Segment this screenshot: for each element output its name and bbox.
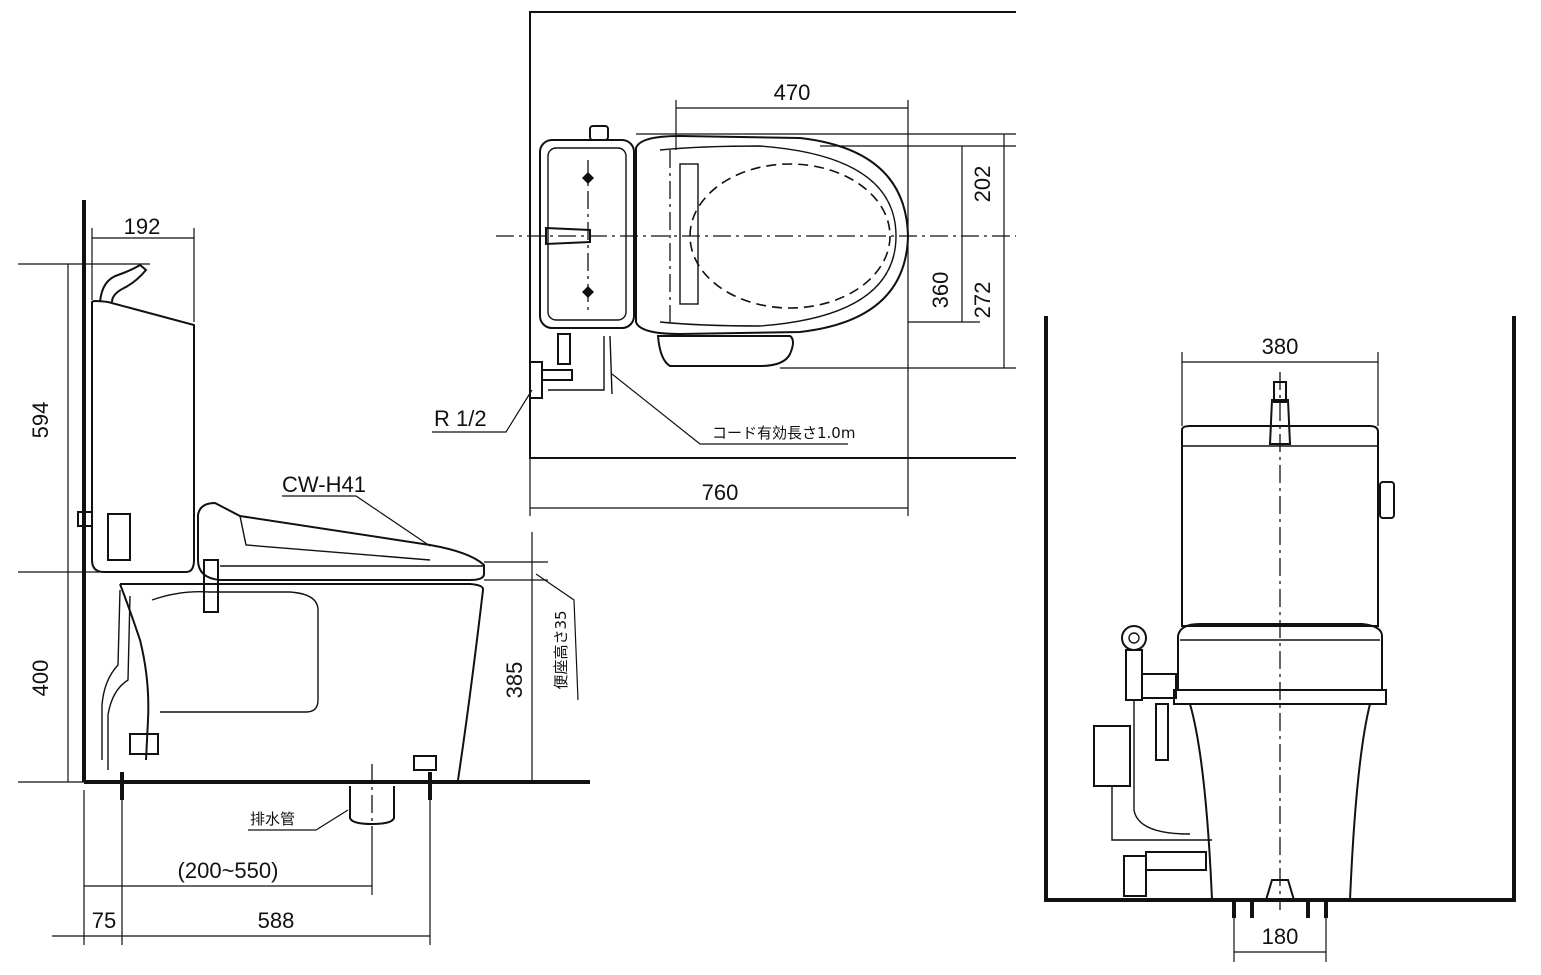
- top-view: 470 360 202 272 760 R 1/2 コード有効長さ1.0m: [432, 11, 1016, 516]
- side-inner-bowl: [151, 590, 319, 713]
- front-stop-valve: [1125, 649, 1143, 701]
- dim-label-380: 380: [1262, 334, 1299, 359]
- side-wall-valve: [77, 511, 93, 527]
- front-hose-route: [1133, 700, 1191, 835]
- front-faucet-top: [1273, 381, 1287, 403]
- top-tank-inner: [547, 147, 627, 321]
- dim-label-385: 385: [502, 662, 527, 699]
- front-bowl: [1189, 703, 1371, 901]
- front-lower-valve: [1123, 855, 1147, 897]
- front-valve-knob: [1121, 625, 1147, 651]
- dim-label-760: 760: [702, 480, 739, 505]
- dim-label-180: 180: [1262, 924, 1299, 949]
- side-supply-hose-2: [107, 595, 131, 770]
- front-hose-fitting: [1155, 703, 1169, 761]
- front-tank: [1181, 425, 1379, 627]
- seat-rise-leader: [535, 573, 579, 701]
- dim-label-470: 470: [774, 80, 811, 105]
- drain-pipe-leader: [248, 809, 349, 831]
- front-faucet: [1268, 399, 1292, 445]
- side-seat-connector: [203, 559, 219, 613]
- side-drain-pipe: [349, 786, 395, 826]
- cord-leader: [611, 373, 848, 445]
- front-view: 380 180: [1044, 316, 1516, 962]
- front-valve-knob-inner: [1128, 632, 1140, 644]
- front-lower-pipe: [1145, 851, 1207, 871]
- drain-pipe-label: 排水管: [250, 810, 295, 828]
- front-cord-route: [1111, 786, 1212, 841]
- cord-label: コード有効長さ1.0m: [712, 424, 855, 442]
- dim-label-588: 588: [258, 908, 295, 933]
- front-control-box: [1093, 725, 1131, 787]
- top-bowl-opening: [689, 163, 891, 309]
- side-lower-valve: [129, 733, 159, 755]
- top-hose-fitting: [557, 333, 571, 365]
- dim-label-192: 192: [124, 214, 161, 239]
- supply-label: R 1/2: [434, 406, 487, 431]
- side-bowl-front: [120, 583, 485, 781]
- top-wall-valve: [529, 361, 543, 399]
- dim-label-200-550: (200~550): [178, 858, 279, 883]
- dim-label-400: 400: [28, 660, 53, 697]
- front-seat-lid: [1177, 623, 1383, 691]
- seat-model-leader: [282, 495, 431, 547]
- dim-label-202: 202: [970, 166, 995, 203]
- side-front-fitting: [413, 755, 437, 771]
- top-room-frame: [529, 11, 1016, 459]
- top-cord-route: [548, 336, 605, 391]
- top-cord-route-2: [609, 335, 613, 395]
- side-seat-lid: [197, 501, 485, 581]
- dim-label-272: 272: [970, 282, 995, 319]
- side-trap: [119, 583, 150, 761]
- side-tank: [91, 300, 195, 573]
- dim-label-360: 360: [928, 272, 953, 309]
- front-valve-body: [1141, 673, 1177, 699]
- side-lid-edge: [239, 515, 431, 561]
- dim-label-594: 594: [28, 402, 53, 439]
- side-faucet: [99, 263, 148, 303]
- side-supply-hose: [101, 589, 121, 760]
- top-valve-arm: [542, 369, 573, 381]
- top-tank: [539, 139, 635, 329]
- front-drain-flange: [1265, 879, 1295, 901]
- side-stop-valve: [107, 513, 131, 561]
- top-lever: [589, 125, 609, 141]
- front-lever: [1379, 481, 1395, 519]
- side-view: 192 594 400 385 便座高さ35 CW-H41 排水管 (200~5…: [18, 200, 590, 945]
- top-control-panel: [656, 335, 794, 367]
- seat-model-label: CW-H41: [282, 472, 366, 497]
- top-seat-hinge: [679, 163, 699, 305]
- top-tank-faucet: [545, 226, 591, 246]
- seat-rise-label: 便座高さ35: [552, 610, 570, 689]
- dim-label-75: 75: [92, 908, 116, 933]
- top-seat-inner: [659, 145, 897, 327]
- supply-leader: [432, 389, 533, 433]
